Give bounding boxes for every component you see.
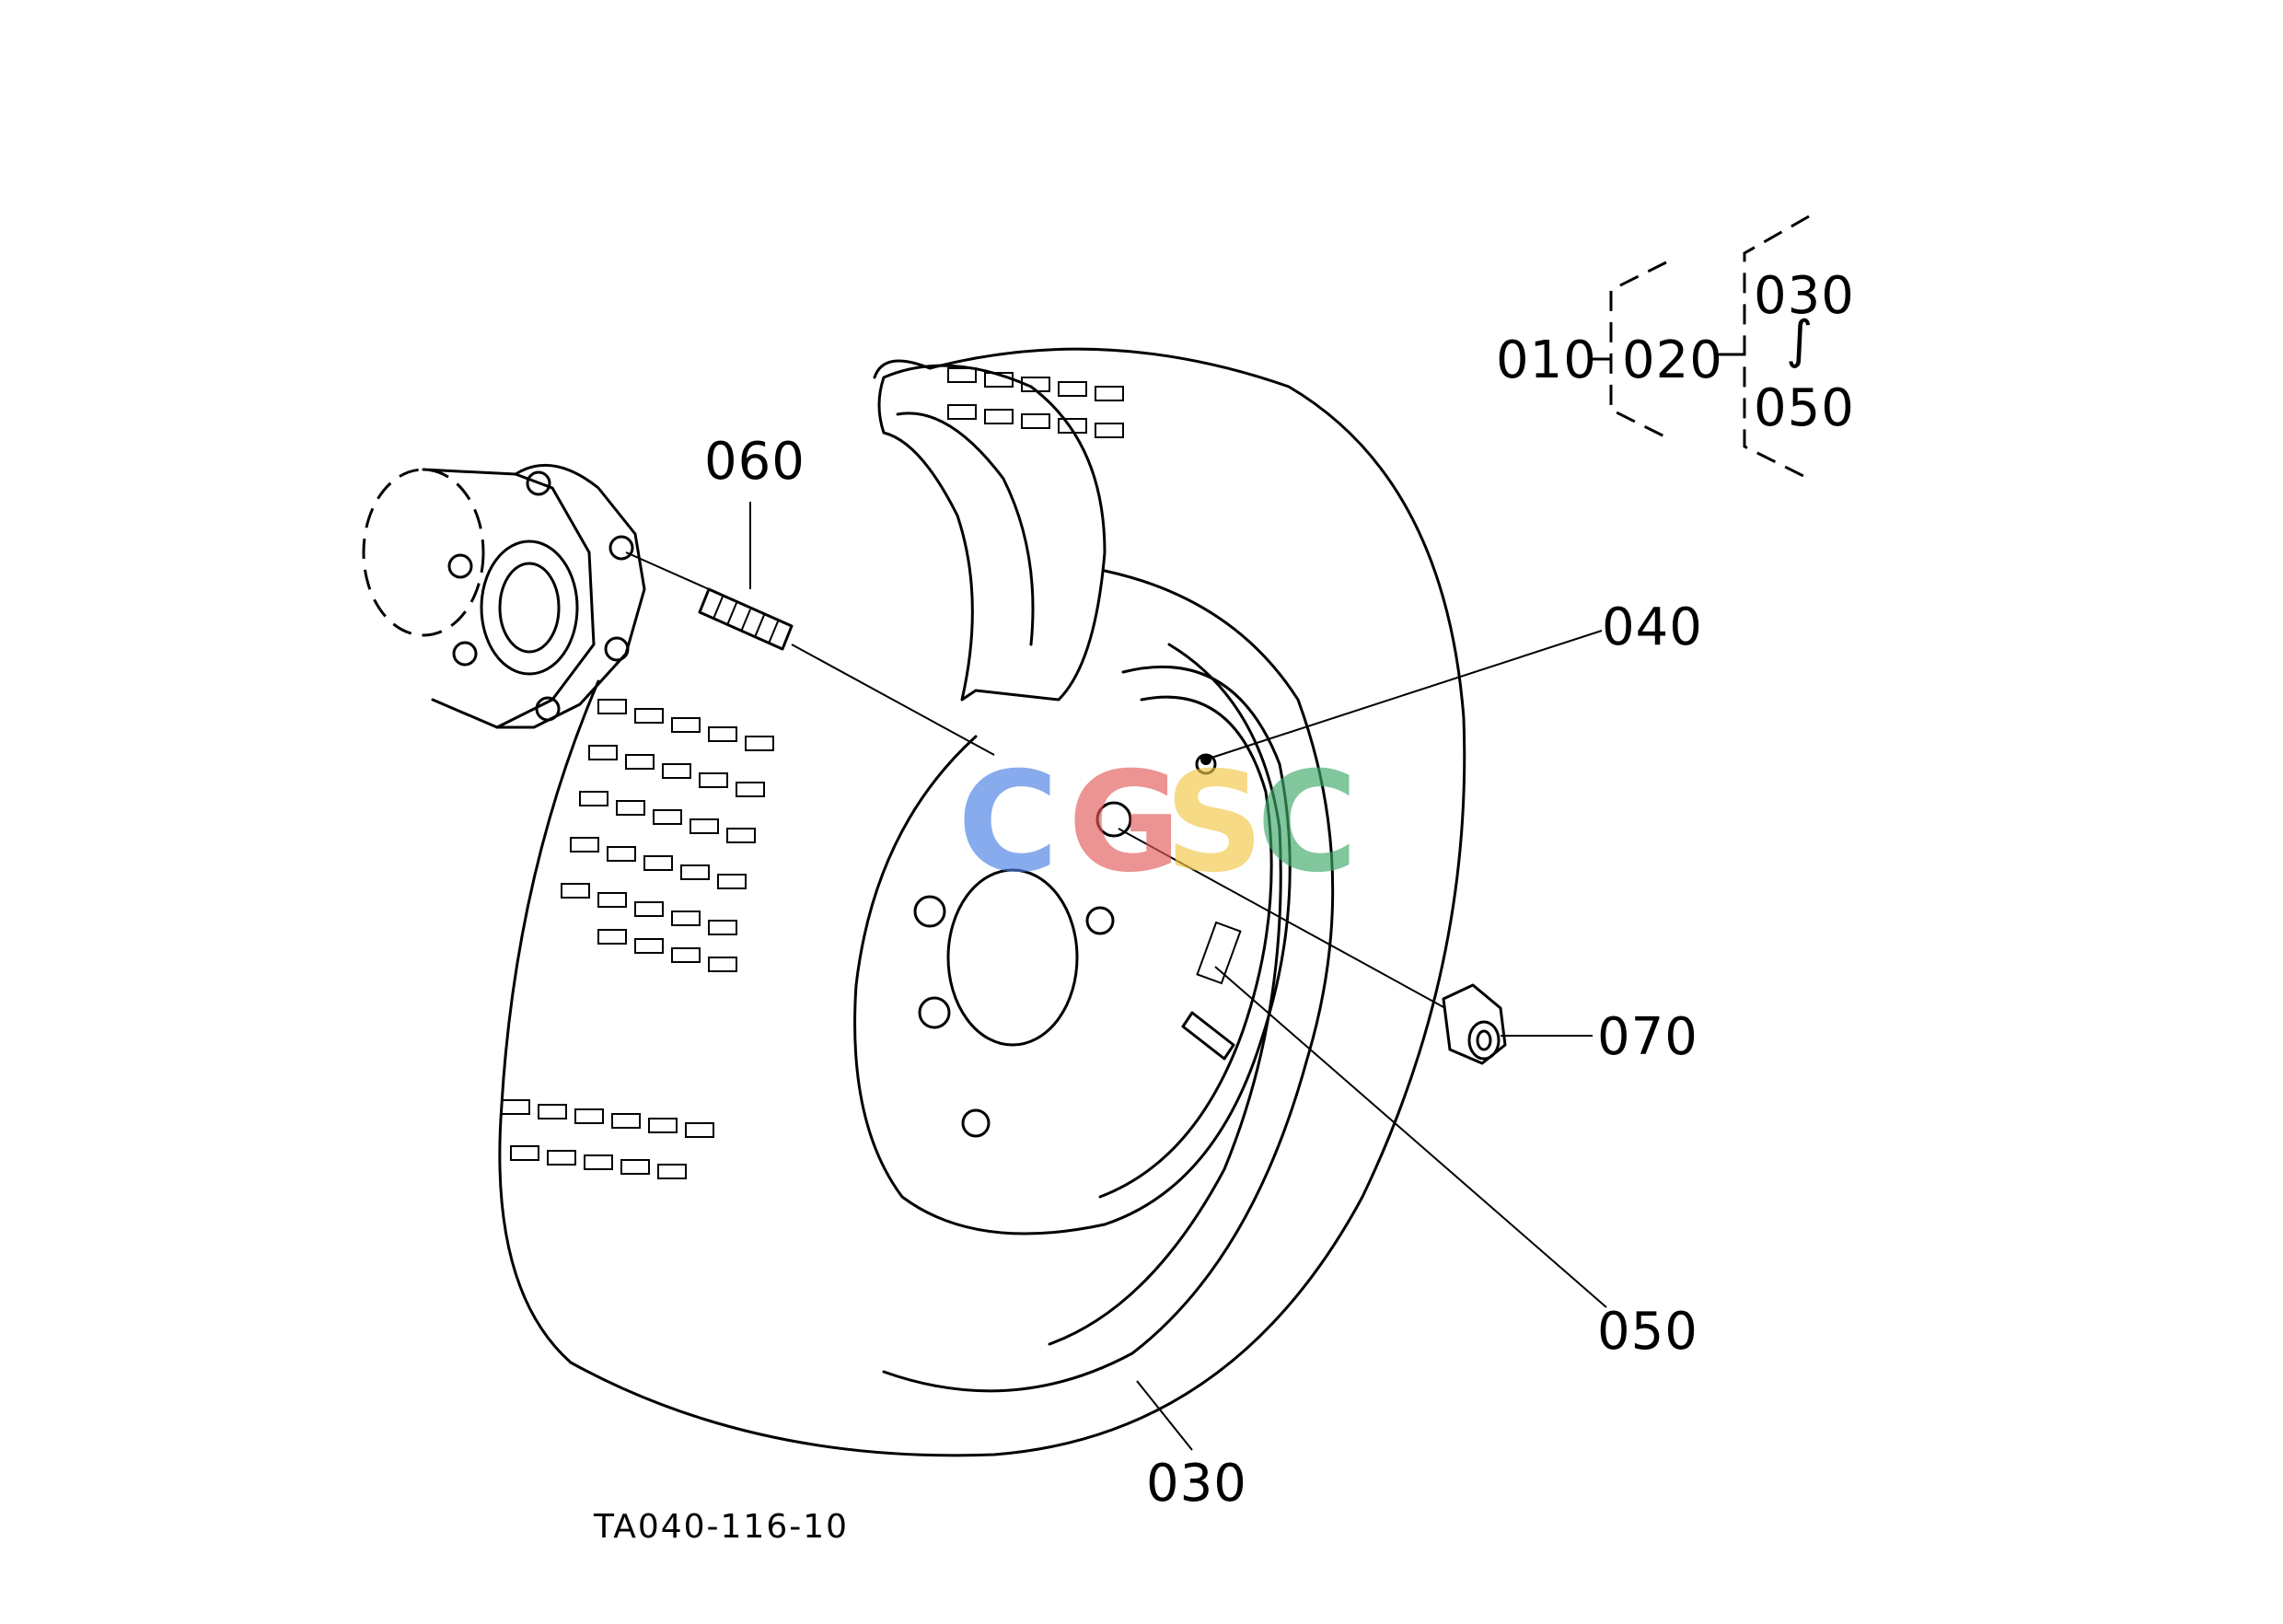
tread-pattern-lower <box>501 1099 714 1179</box>
watermark-logo: C G S C <box>957 743 1358 903</box>
callout-040: 040 <box>1602 597 1703 657</box>
leader-050 <box>1214 966 1607 1308</box>
callout-060: 060 <box>704 432 805 492</box>
leader-070-b <box>1118 828 1446 1009</box>
watermark-letter-1: C <box>957 743 1059 903</box>
watermark-letter-4: C <box>1257 743 1358 903</box>
tread-pattern-upper <box>947 367 1124 438</box>
tread-pattern-left <box>561 699 774 972</box>
bracket-030-050 <box>1743 215 1810 481</box>
watermark-letter-3: S <box>1165 743 1264 903</box>
callout-030: 030 <box>1146 1454 1247 1514</box>
wheel-nut <box>1442 983 1507 1065</box>
watermark-letter-2: G <box>1068 743 1181 903</box>
callout-070: 070 <box>1597 1007 1698 1067</box>
range-symbol: ∫ <box>1786 310 1814 370</box>
callout-010: 010 <box>1496 331 1597 390</box>
figure-code: TA040-116-10 <box>593 1508 849 1546</box>
valve-stem <box>1181 921 1242 1061</box>
leader-030 <box>1136 1380 1193 1451</box>
wheel-hub <box>362 463 646 729</box>
leader-lines <box>749 502 1607 1451</box>
leader-040 <box>1205 630 1603 760</box>
stud-bolt <box>625 551 995 756</box>
assembly-hierarchy: 010 020 030 ∫ 050 <box>1496 215 1855 481</box>
callout-030-range: 030 <box>1754 266 1855 326</box>
callout-020: 020 <box>1622 331 1723 390</box>
callout-050-range: 050 <box>1754 378 1855 438</box>
callout-050: 050 <box>1597 1302 1698 1362</box>
